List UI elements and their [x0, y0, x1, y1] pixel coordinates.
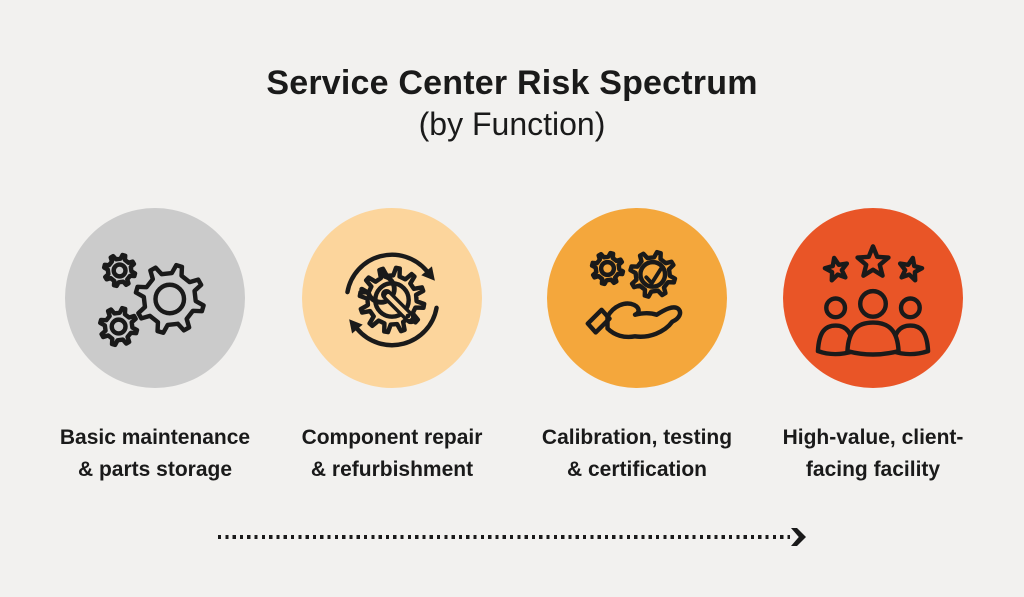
stage-label-line: & refurbishment [310, 458, 474, 481]
stage-label-2: Component repair & refurbishment [277, 422, 507, 486]
stage-label-3: Calibration, testing & certification [522, 422, 752, 486]
page-subtitle: (by Function) [418, 106, 606, 142]
stage-label-1: Basic maintenance & parts storage [40, 422, 270, 486]
stage-label-line: High-value, client- [782, 426, 964, 449]
hand-gears-check-icon [585, 249, 683, 340]
page-title: Service Center Risk Spectrum [266, 64, 758, 102]
stage-label-line: & certification [566, 458, 708, 481]
stage-circle-2 [302, 208, 482, 388]
dotted-line [218, 535, 790, 539]
stage-circle-3 [547, 208, 727, 388]
stage-label-line: & parts storage [77, 458, 233, 481]
stage-circle-4 [783, 208, 963, 388]
stage-label-4: High-value, client- facing facility [758, 422, 988, 486]
stage-label-line: Calibration, testing [541, 426, 733, 449]
repair-cycle-icon [345, 252, 439, 348]
stage-high-value-facility: High-value, client- facing facility [758, 208, 988, 486]
team-stars-icon [815, 244, 931, 357]
stage-component-repair: Component repair & refurbishment [277, 208, 507, 486]
arrowhead-icon [791, 528, 806, 546]
gears-icon [98, 252, 206, 348]
stage-label-line: facing facility [805, 458, 941, 481]
stage-calibration-testing: Calibration, testing & certification [522, 208, 752, 486]
stage-circle-1 [65, 208, 245, 388]
title-block: Service Center Risk Spectrum (by Functio… [0, 62, 1024, 144]
risk-spectrum-arrow [218, 528, 806, 546]
stage-basic-maintenance: Basic maintenance & parts storage [40, 208, 270, 486]
stage-label-line: Basic maintenance [59, 426, 251, 449]
stage-label-line: Component repair [301, 426, 483, 449]
